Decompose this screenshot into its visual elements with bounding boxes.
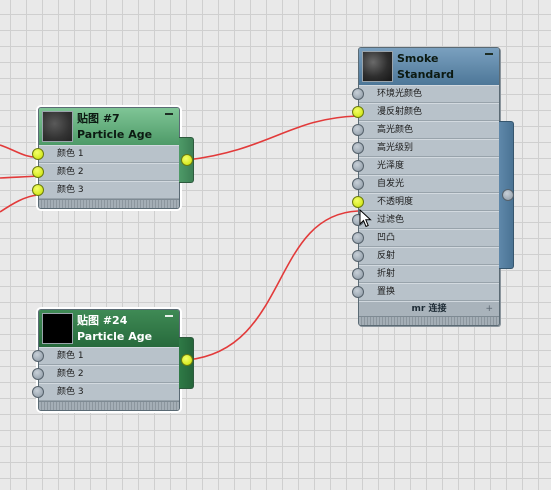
glossiness-socket[interactable] bbox=[352, 160, 364, 172]
map24-title: 贴图 #24 Particle Age bbox=[77, 313, 152, 345]
refraction-socket[interactable] bbox=[352, 268, 364, 280]
slot-label: 颜色 3 bbox=[57, 387, 84, 397]
expand-plus-icon[interactable]: + bbox=[485, 304, 493, 314]
smoke-slot-diffuse[interactable]: 漫反射颜色 bbox=[352, 103, 499, 121]
minimize-icon[interactable] bbox=[165, 315, 173, 317]
map24-thumbnail bbox=[42, 313, 73, 344]
slot-label: 颜色 3 bbox=[57, 185, 84, 195]
smoke-slot-bump[interactable]: 凹凸 bbox=[352, 229, 499, 247]
smoke-output-socket[interactable] bbox=[502, 189, 514, 201]
map24-color2-socket[interactable] bbox=[32, 368, 44, 380]
map7-output-socket[interactable] bbox=[181, 154, 193, 166]
minimize-icon[interactable] bbox=[485, 53, 493, 55]
map24-header[interactable]: 贴图 #24 Particle Age bbox=[39, 310, 179, 347]
map24-output-socket[interactable] bbox=[181, 354, 193, 366]
map24-color3-socket[interactable] bbox=[32, 386, 44, 398]
specular-level-socket[interactable] bbox=[352, 142, 364, 154]
map24-resize-grip[interactable] bbox=[39, 401, 179, 410]
map7-color1-socket[interactable] bbox=[32, 148, 44, 160]
reflection-socket[interactable] bbox=[352, 250, 364, 262]
map24-color1-socket[interactable] bbox=[32, 350, 44, 362]
ambient-socket[interactable] bbox=[352, 88, 364, 100]
wire-in-color2 bbox=[0, 175, 39, 179]
map7-color3-socket[interactable] bbox=[32, 184, 44, 196]
mr-connection-label: mr 连接 bbox=[411, 304, 447, 314]
smoke-header[interactable]: Smoke Standard bbox=[359, 48, 499, 85]
map24-slot-color2[interactable]: 颜色 2 bbox=[32, 365, 179, 383]
bump-socket[interactable] bbox=[352, 232, 364, 244]
smoke-title-line2: Standard bbox=[397, 68, 455, 81]
map7-resize-grip[interactable] bbox=[39, 199, 179, 208]
slot-label: 颜色 1 bbox=[57, 351, 84, 361]
map7-title-line2: Particle Age bbox=[77, 128, 153, 141]
smoke-resize-grip[interactable] bbox=[359, 316, 499, 325]
slot-label: 过滤色 bbox=[377, 215, 405, 225]
minimize-icon[interactable] bbox=[165, 113, 173, 115]
slot-label: 自发光 bbox=[377, 179, 405, 189]
slot-label: 颜色 2 bbox=[57, 369, 84, 379]
smoke-slot-refraction[interactable]: 折射 bbox=[352, 265, 499, 283]
map24-slot-color1[interactable]: 颜色 1 bbox=[32, 347, 179, 365]
specular-socket[interactable] bbox=[352, 124, 364, 136]
smoke-slot-glossiness[interactable]: 光泽度 bbox=[352, 157, 499, 175]
wire-map7-to-diffuse bbox=[186, 115, 359, 161]
smoke-title: Smoke Standard bbox=[397, 51, 454, 83]
slot-label: 颜色 1 bbox=[57, 149, 84, 159]
map24-slot-color3[interactable]: 颜色 3 bbox=[32, 383, 179, 401]
smoke-slot-self-illumination[interactable]: 自发光 bbox=[352, 175, 499, 193]
slot-label: 高光级别 bbox=[377, 143, 414, 153]
map24-title-line1: 贴图 #24 bbox=[77, 314, 128, 327]
slot-label: 漫反射颜色 bbox=[377, 107, 423, 117]
slot-label: 高光颜色 bbox=[377, 125, 414, 135]
map7-slot-color2[interactable]: 颜色 2 bbox=[32, 163, 179, 181]
diffuse-socket[interactable] bbox=[352, 106, 364, 118]
mouse-pointer-icon bbox=[359, 209, 372, 228]
smoke-title-line1: Smoke bbox=[397, 52, 439, 65]
map7-thumbnail bbox=[42, 111, 73, 142]
map24-node[interactable]: 贴图 #24 Particle Age 颜色 1 颜色 2 颜色 3 bbox=[32, 309, 180, 411]
map7-node[interactable]: 贴图 #7 Particle Age 颜色 1 颜色 2 颜色 3 bbox=[32, 107, 180, 209]
slot-label: 颜色 2 bbox=[57, 167, 84, 177]
map24-title-line2: Particle Age bbox=[77, 330, 153, 343]
self-illumination-socket[interactable] bbox=[352, 178, 364, 190]
slot-label: 环境光颜色 bbox=[377, 89, 423, 99]
slot-label: 置换 bbox=[377, 287, 396, 297]
smoke-slot-displacement[interactable]: 置换 bbox=[352, 283, 499, 301]
wire-map24-to-opacity bbox=[186, 210, 359, 361]
map7-title: 贴图 #7 Particle Age bbox=[77, 111, 152, 143]
slot-label: 不透明度 bbox=[377, 197, 414, 207]
smoke-slot-ambient[interactable]: 环境光颜色 bbox=[352, 85, 499, 103]
map7-slot-color1[interactable]: 颜色 1 bbox=[32, 145, 179, 163]
slot-label: 反射 bbox=[377, 251, 396, 261]
opacity-socket[interactable] bbox=[352, 196, 364, 208]
slot-label: 凹凸 bbox=[377, 233, 396, 243]
map7-title-line1: 贴图 #7 bbox=[77, 112, 120, 125]
slot-label: 折射 bbox=[377, 269, 396, 279]
wire-in-color3 bbox=[0, 194, 39, 213]
map7-color2-socket[interactable] bbox=[32, 166, 44, 178]
smoke-slot-reflection[interactable]: 反射 bbox=[352, 247, 499, 265]
slot-label: 光泽度 bbox=[377, 161, 405, 171]
smoke-thumbnail bbox=[362, 51, 393, 82]
displacement-socket[interactable] bbox=[352, 286, 364, 298]
smoke-slot-specular-level[interactable]: 高光级别 bbox=[352, 139, 499, 157]
smoke-slot-specular[interactable]: 高光颜色 bbox=[352, 121, 499, 139]
mr-connection-expander[interactable]: mr 连接 + bbox=[359, 301, 499, 316]
smoke-slot-opacity[interactable]: 不透明度 bbox=[352, 193, 499, 211]
smoke-material-node[interactable]: Smoke Standard 环境光颜色 漫反射颜色 高光颜色 高光级别 光泽度… bbox=[352, 47, 500, 326]
map7-slot-color3[interactable]: 颜色 3 bbox=[32, 181, 179, 199]
smoke-slot-filter-color[interactable]: 过滤色 bbox=[352, 211, 499, 229]
map7-header[interactable]: 贴图 #7 Particle Age bbox=[39, 108, 179, 145]
